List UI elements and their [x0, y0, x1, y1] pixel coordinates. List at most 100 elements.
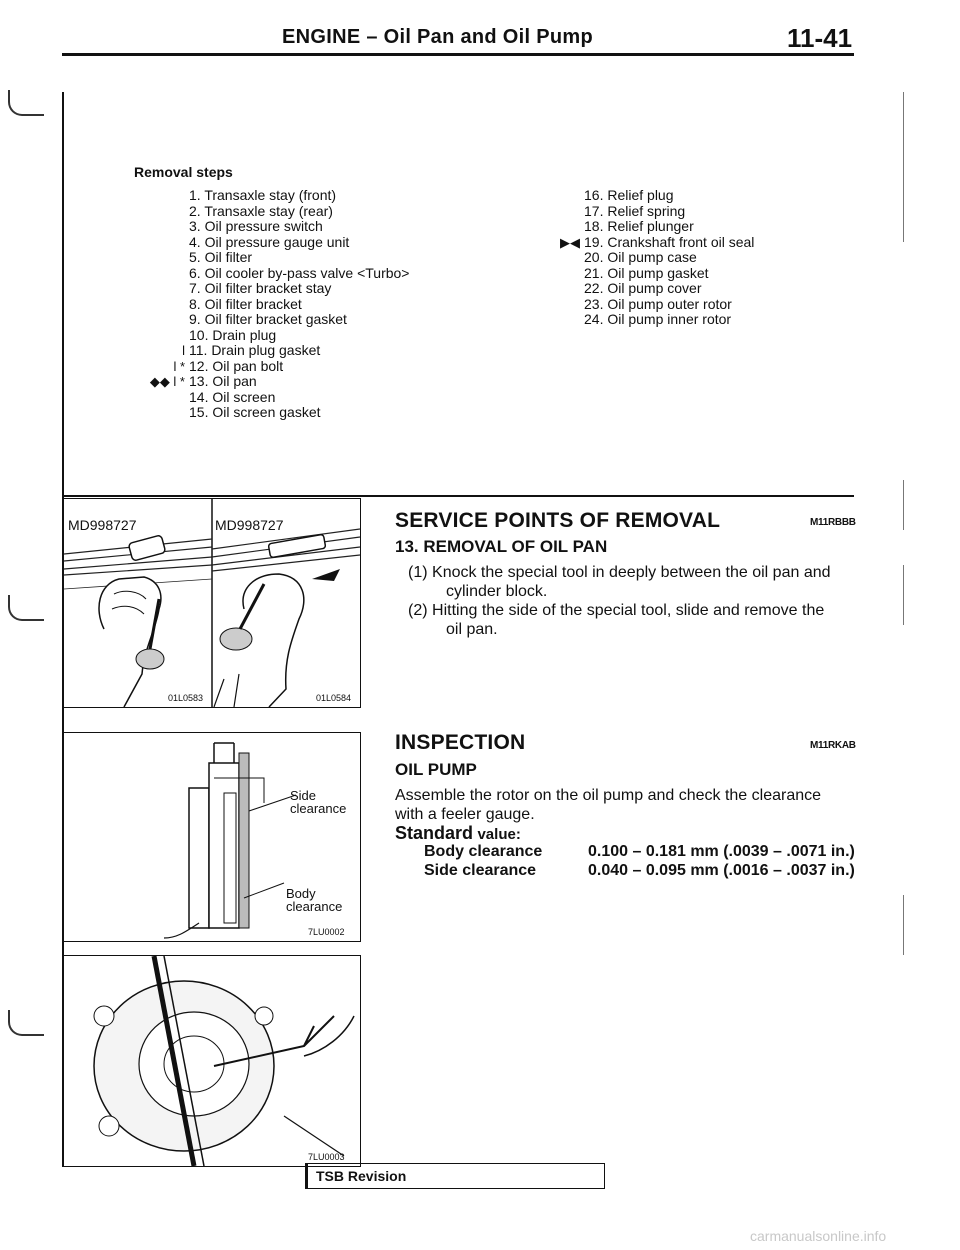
right-step-8: 23. Oil pump outer rotor: [584, 295, 754, 313]
step-text: 12. Oil pan bolt: [189, 357, 284, 374]
inspection-text-line2: with a feeler gauge.: [395, 806, 535, 823]
binding-mark-3: [8, 1010, 44, 1036]
standard-label: Standard: [395, 823, 474, 843]
body-clearance-spec-value: 0.100 – 0.181 mm (.0039 – .0071 in.): [588, 843, 855, 860]
inspection-section-title: INSPECTION: [395, 731, 526, 754]
step-text: 7. Oil filter bracket stay: [189, 280, 332, 296]
service-subtitle: 13. REMOVAL OF OIL PAN: [395, 537, 608, 556]
page-header-title: ENGINE – Oil Pan and Oil Pump: [282, 26, 593, 48]
right-edge-mark-1: [903, 92, 904, 242]
removal-steps-left: 1. Transaxle stay (front)2. Transaxle st…: [150, 187, 410, 421]
figure-oil-pan-removal: MD998727 MD998727 01L0583 01L0584: [63, 498, 361, 708]
left-step-14: 14. Oil screen: [189, 388, 409, 406]
step-text: 13. Oil pan: [189, 373, 257, 389]
column-separator: [62, 497, 64, 1167]
step-mark: ▶◀: [560, 234, 580, 250]
right-edge-mark-3: [903, 565, 904, 625]
binding-mark-1: [8, 90, 44, 116]
step-text: 6. Oil cooler by-pass valve <Turbo>: [189, 264, 410, 281]
feeler-gauge-illustration: [93, 955, 355, 1167]
step-text: 23. Oil pump outer rotor: [584, 295, 732, 312]
top-section-left-rule: [62, 92, 64, 497]
figure-id-right: 01L0584: [316, 693, 352, 703]
service-step-1-num: (1): [408, 564, 428, 581]
left-step-8: 8. Oil filter bracket: [189, 295, 409, 313]
inspection-text-line1: Assemble the rotor on the oil pump and c…: [395, 787, 822, 804]
right-step-7: 22. Oil pump cover: [584, 280, 754, 297]
step-text: 20. Oil pump case: [584, 249, 697, 265]
left-step-3: 3. Oil pressure switch: [189, 218, 409, 235]
step-text: 18. Relief plunger: [584, 218, 694, 234]
step-text: 8. Oil filter bracket: [189, 295, 302, 312]
right-step-9: 24. Oil pump inner rotor: [584, 311, 754, 328]
step-text: 22. Oil pump cover: [584, 280, 702, 296]
tsb-revision-box: TSB Revision: [305, 1163, 605, 1189]
step-text: 15. Oil screen gasket: [189, 404, 321, 420]
service-step-1-line2: cylinder block.: [446, 583, 548, 600]
clearance-cross-section-illustration: [163, 742, 297, 939]
inspection-text: Assemble the rotor on the oil pump and c…: [395, 786, 865, 824]
right-step-5: 20. Oil pump case: [584, 249, 754, 266]
step-text: 19. Crankshaft front oil seal: [584, 233, 755, 250]
left-step-10: 10. Drain plug: [189, 326, 409, 344]
step-text: 2. Transaxle stay (rear): [189, 202, 333, 219]
right-step-2: 17. Relief spring: [584, 202, 754, 220]
tsb-box-left-bar: [305, 1163, 308, 1189]
step-text: 17. Relief spring: [584, 202, 686, 219]
step-text: 9. Oil filter bracket gasket: [189, 311, 347, 327]
left-step-9: 9. Oil filter bracket gasket: [189, 311, 409, 328]
right-edge-mark-2: [903, 480, 904, 530]
right-step-3: 18. Relief plunger: [584, 218, 754, 235]
step-mark: l *: [173, 358, 185, 374]
step-text: 3. Oil pressure switch: [189, 218, 323, 234]
page-number: 11-41: [787, 23, 853, 53]
step-text: 11. Drain plug gasket: [189, 342, 321, 358]
body-clearance-label: Body clearance: [286, 886, 343, 914]
service-step-2-line1: Hitting the side of the special tool, sl…: [432, 602, 825, 619]
removal-steps-heading: Removal steps: [134, 164, 233, 180]
service-step-2-num: (2): [408, 602, 428, 619]
left-step-7: 7. Oil filter bracket stay: [189, 280, 409, 297]
tsb-revision-label: TSB Revision: [316, 1168, 407, 1184]
left-step-1: 1. Transaxle stay (front): [189, 187, 409, 204]
figure-id: 7LU0003: [308, 1152, 345, 1162]
top-section-bottom-rule: [62, 495, 854, 497]
figure-feeler-gauge: 7LU0003: [63, 955, 361, 1167]
step-text: 4. Oil pressure gauge unit: [189, 233, 350, 250]
step-mark: ◆◆ l *: [149, 374, 185, 389]
service-section-title: SERVICE POINTS OF REMOVAL: [395, 509, 721, 532]
inspection-subtitle: OIL PUMP: [395, 760, 477, 779]
service-step-2: (2) Hitting the side of the special tool…: [408, 601, 858, 639]
side-clearance-label: Side clearance: [290, 788, 347, 816]
standard-value-heading: Standard value:: [395, 823, 521, 844]
step-text: 24. Oil pump inner rotor: [584, 311, 732, 327]
service-step-1: (1) Knock the special tool in deeply bet…: [408, 563, 858, 601]
left-step-15: 15. Oil screen gasket: [189, 404, 409, 421]
tool-label-left: MD998727: [68, 517, 137, 533]
tool-label-right: MD998727: [215, 517, 284, 533]
figure-clearance-diagram: Side clearance Body clearance 7LU0002: [63, 732, 361, 942]
step-text: 1. Transaxle stay (front): [189, 187, 337, 203]
right-step-4: ▶◀19. Crankshaft front oil seal: [560, 233, 755, 251]
step-text: 10. Drain plug: [189, 326, 277, 343]
left-step-5: 5. Oil filter: [189, 249, 409, 266]
service-step-1-line1: Knock the special tool in deeply between…: [432, 564, 831, 581]
service-section-code: M11RBBB: [810, 517, 856, 528]
figure-id: 7LU0002: [308, 927, 345, 937]
oil-pan-removal-illustration: [63, 499, 361, 708]
inspection-section-code: M11RKAB: [810, 740, 856, 751]
step-mark: l: [182, 343, 185, 358]
left-step-4: 4. Oil pressure gauge unit: [189, 233, 409, 251]
left-step-6: 6. Oil cooler by-pass valve <Turbo>: [189, 264, 410, 282]
right-edge-mark-4: [903, 895, 904, 955]
standard-suffix: value:: [477, 826, 521, 843]
left-step-12: l * 12. Oil pan bolt: [173, 357, 409, 375]
header-rule: [62, 53, 854, 56]
step-text: 14. Oil screen: [189, 388, 276, 405]
right-step-6: 21. Oil pump gasket: [584, 265, 754, 282]
left-step-13: ◆◆ l * 13. Oil pan: [150, 373, 409, 390]
binding-mark-2: [8, 595, 44, 621]
service-step-2-line2: oil pan.: [446, 621, 498, 638]
left-step-2: 2. Transaxle stay (rear): [189, 202, 409, 220]
